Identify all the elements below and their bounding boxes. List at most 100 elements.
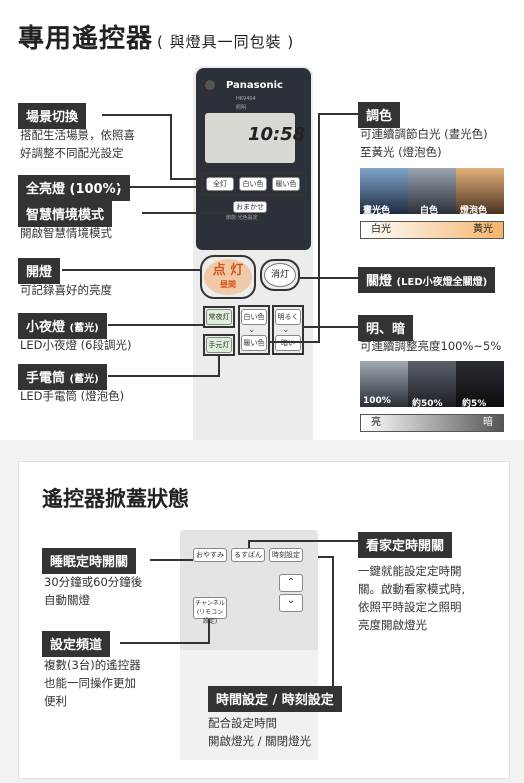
color-adjust-highlight: [238, 305, 270, 355]
color-arrow-left: 白光: [371, 224, 391, 235]
label-color: 調色: [358, 102, 401, 128]
channel-desc-3: 便利: [44, 694, 67, 708]
label-sleep-timer: 睡眠定時開關: [42, 548, 137, 574]
night-light-button[interactable]: 常夜灯: [206, 309, 232, 325]
page-subtitle: ( 與燈具一同包裝 ): [157, 33, 295, 51]
night-button-highlight: [203, 306, 235, 328]
leader-line: [248, 540, 250, 548]
leader-line: [270, 341, 320, 343]
up-button[interactable]: ⌃: [279, 574, 303, 592]
leader-line: [318, 113, 358, 115]
label-brightness: 明、暗: [358, 315, 414, 341]
channel-desc-1: 複數(3台)的遙控器: [44, 658, 141, 672]
dim-button[interactable]: 暗い: [275, 335, 301, 351]
channel-button[interactable]: チャンネル (リモコン設定): [193, 597, 227, 625]
torch-button-highlight: [203, 334, 235, 356]
on-button-highlight: [200, 255, 256, 299]
full-light-button[interactable]: 全灯: [206, 177, 234, 191]
leader-line: [142, 212, 233, 214]
down-button[interactable]: ⌄: [279, 594, 303, 612]
daylight-swatch: [360, 168, 408, 214]
sleep-desc-1: 30分鐘或60分鐘後: [44, 575, 143, 589]
away-desc-2: 關。啟動看家模式時,: [358, 582, 466, 596]
label-channel: 設定頻道: [42, 631, 111, 657]
sleep-desc-2: 自動關燈: [44, 593, 90, 607]
channel-desc-2: 也能一同操作更加: [44, 676, 136, 690]
bright-button[interactable]: 明るく: [275, 309, 301, 325]
on-desc: 可記錄喜好的亮度: [20, 283, 112, 297]
channel-button-sublabel: (リモコン設定): [196, 609, 224, 625]
away-desc-4: 亮度開啟燈光: [358, 618, 427, 632]
off-note: (LED小夜燈全關燈): [396, 277, 488, 288]
white-adjust-button[interactable]: 白い色: [241, 309, 267, 325]
leader-line: [150, 559, 193, 561]
color-arrow-right: 黃光: [473, 224, 493, 235]
color-desc-2: 至黃光 (燈泡色): [360, 145, 442, 159]
caption-5: 約5%: [462, 399, 487, 409]
leader-line: [332, 556, 334, 686]
leader-line: [120, 642, 210, 644]
remote-model-sub: 照明: [236, 105, 247, 111]
leader-line: [118, 186, 203, 188]
on-button-label: 点 灯: [212, 263, 244, 278]
caption-warm: 燈泡色: [460, 206, 488, 216]
warm-adjust-button[interactable]: 暖い色: [241, 335, 267, 351]
remote-lcd: [205, 113, 295, 163]
scene-desc-2: 好調整不同配光設定: [20, 146, 124, 160]
white-swatch: [408, 168, 456, 214]
channel-button-label: チャンネル: [195, 600, 225, 607]
caption-white: 白色: [420, 206, 439, 216]
bright-100-swatch: [360, 361, 408, 407]
brightness-desc: 可連續調整亮度100%~5%: [360, 339, 502, 353]
leader-line: [208, 619, 210, 644]
time-set-button[interactable]: 時刻設定: [269, 548, 303, 562]
smart-mode-button[interactable]: おまかせ: [233, 201, 267, 213]
night-light-note: (蓄光): [69, 323, 99, 334]
label-time-set: 時間設定 / 時刻設定: [208, 686, 342, 712]
remote-model: HK9494: [236, 96, 256, 102]
leader-line: [108, 375, 220, 377]
caption-daylight: 晝光色: [363, 206, 391, 216]
sleep-timer-button[interactable]: おやすみ: [193, 548, 227, 562]
scene-buttons-highlight: [201, 172, 307, 196]
leader-line: [304, 326, 358, 328]
bright-5-swatch: [456, 361, 504, 407]
leader-line: [318, 556, 334, 558]
off-button[interactable]: 消灯: [264, 263, 296, 287]
label-torch: 手電筒 (蓄光): [18, 364, 107, 390]
on-button[interactable]: 点 灯昼間: [204, 259, 252, 295]
scene-desc-1: 搭配生活場景，依照喜: [20, 128, 135, 142]
label-night-light: 小夜燈 (蓄光): [18, 313, 107, 339]
leader-line: [218, 356, 220, 377]
caption-50: 約50%: [412, 399, 443, 409]
color-desc-1: 可連續調節白光 (晝光色): [360, 127, 488, 141]
label-off: 關燈 (LED小夜燈全關燈): [358, 267, 496, 293]
away-desc-1: 一鍵就能設定定時開: [358, 564, 462, 578]
label-on: 開燈: [18, 258, 61, 284]
on-button-sublabel: 昼間: [220, 280, 236, 289]
remote-brand: Panasonic: [226, 80, 283, 91]
white-light-button[interactable]: 白い色: [239, 177, 267, 191]
leader-line: [170, 114, 172, 180]
ir-sensor-icon: [205, 80, 215, 90]
label-away-timer: 看家定時開關: [358, 532, 453, 558]
away-timer-button[interactable]: るすばん: [231, 548, 265, 562]
lcd-clock: 10:58: [248, 124, 306, 145]
warm-light-button[interactable]: 暖い色: [272, 177, 300, 191]
brightness-gradient-bar: 亮 暗: [360, 414, 504, 432]
torch-button[interactable]: 手元灯: [206, 337, 232, 353]
smart-mode-caption: 節能·光色設定: [226, 215, 258, 221]
label-smart-mode: 智慧情境模式: [18, 201, 113, 227]
label-scene: 場景切換: [18, 103, 87, 129]
night-desc: LED小夜燈 (6段調光): [20, 338, 132, 352]
brightness-arrow-left: 亮: [371, 417, 381, 428]
brightness-arrow-right: 暗: [483, 417, 493, 428]
away-desc-3: 依照平時設定之照明: [358, 600, 462, 614]
label-full-light: 全亮燈 (100%): [18, 175, 130, 201]
torch-note: (蓄光): [69, 374, 99, 385]
brightness-chevron-icon: ⌄: [282, 325, 290, 335]
leader-line: [318, 113, 320, 343]
brightness-highlight: [272, 305, 304, 355]
torch-desc: LED手電筒 (燈泡色): [20, 389, 125, 403]
leader-line: [300, 277, 358, 279]
